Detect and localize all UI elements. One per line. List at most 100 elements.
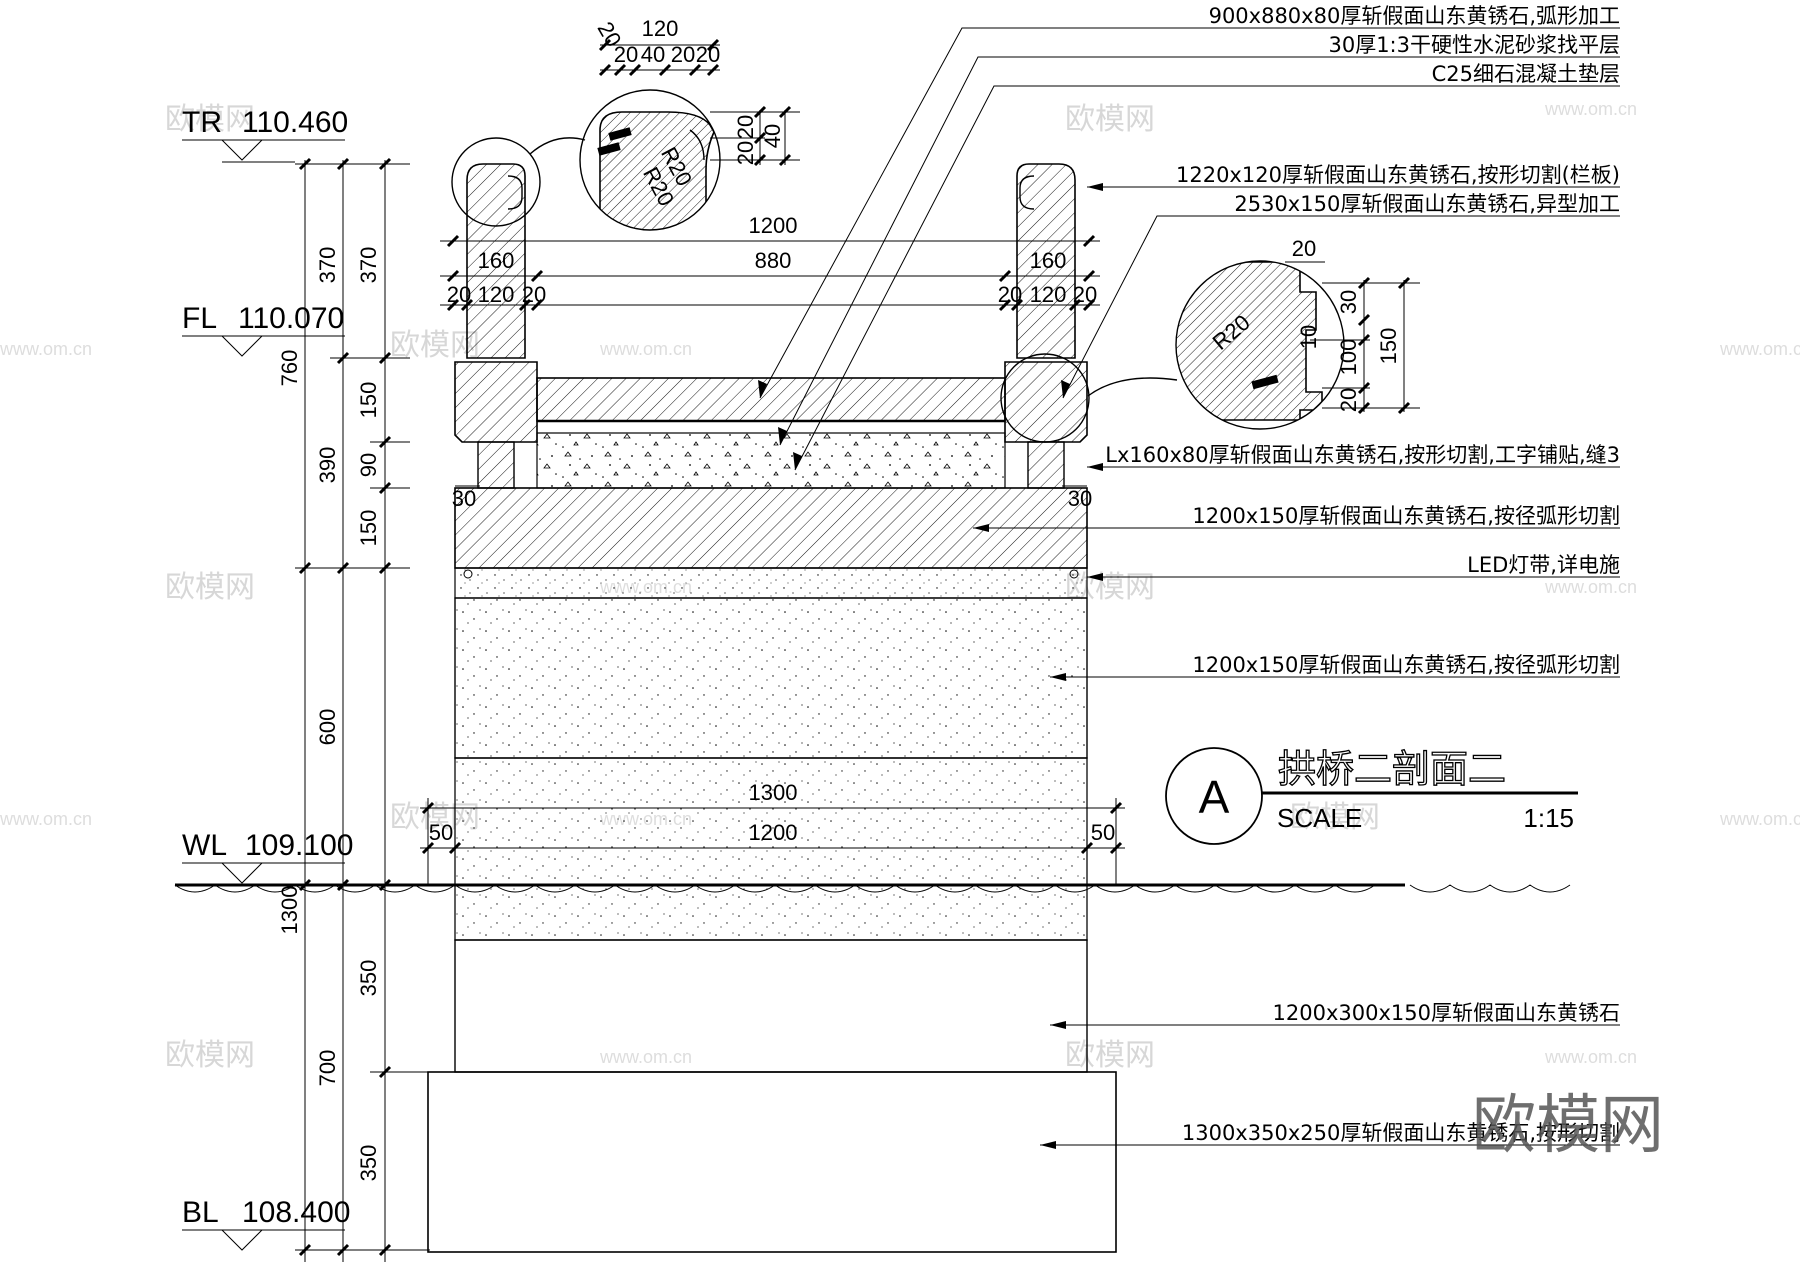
detail-dim-40: 40	[641, 42, 665, 67]
water-surface	[174, 883, 1571, 893]
dim-1200-bottom: 1200	[749, 820, 798, 845]
detail-dim-20-c: 20	[671, 42, 695, 67]
dim-370-outer: 370	[315, 247, 340, 284]
dim-350-upper: 350	[356, 960, 381, 997]
level-tr-code: TR	[182, 106, 222, 139]
watermark-logo: 欧模网	[1065, 1038, 1155, 1073]
dim-1200-top: 1200	[749, 213, 798, 238]
detail-dim-120: 120	[642, 16, 679, 41]
dim-150-lower: 150	[356, 510, 381, 547]
watermark-logo: 欧模网	[390, 328, 480, 363]
dim-760: 760	[277, 350, 302, 387]
watermark-url: www.om.cn	[1719, 339, 1800, 359]
detail-right-v150: 150	[1376, 328, 1401, 365]
note-led-strip: LED灯带,详电施	[1467, 553, 1620, 577]
section-title: 拱桥二剖面二	[1278, 747, 1506, 791]
dim-370-inner: 370	[356, 247, 381, 284]
dim-390: 390	[315, 447, 340, 484]
deck-slab	[536, 377, 1006, 422]
dim-50-left: 50	[429, 820, 453, 845]
note-side-stone: Lx160x80厚斩假面山东黄锈石,按形切割,工字铺贴,缝3	[1105, 443, 1620, 467]
note-slab-lower: 1200x150厚斩假面山东黄锈石,按径弧形切割	[1192, 653, 1620, 677]
dim-30-right: 30	[1068, 486, 1092, 511]
watermark-url: www.om.cn	[599, 339, 692, 359]
detail-v40: 40	[760, 124, 785, 148]
left-cap-block	[454, 361, 538, 443]
watermark-url: www.om.cn	[1544, 99, 1637, 119]
bridge-body	[454, 597, 1088, 759]
note-foundation-stone: 1300x350x250厚斩假面山东黄锈石,按形切割	[1182, 1121, 1620, 1145]
level-fl-value: 110.070	[238, 302, 344, 335]
dim-120-right: 120	[1030, 282, 1067, 307]
bridge-section	[427, 163, 1117, 1253]
right-side-stone	[1027, 441, 1065, 489]
dim-1300: 1300	[277, 886, 302, 935]
left-dimension-lines: 370 370 760 150 390 90 150 600 1300 350 …	[277, 157, 430, 1262]
watermark-url: www.om.cn	[1544, 577, 1637, 597]
watermark-logo: 欧模网	[165, 1038, 255, 1073]
section-mark-circle	[1165, 747, 1263, 845]
dim-1300-bottom: 1300	[749, 780, 798, 805]
dim-50-right: 50	[1091, 820, 1115, 845]
detail-right-v30: 30	[1336, 290, 1361, 314]
dim-20-d: 20	[1073, 282, 1097, 307]
title-block: A 拱桥二剖面二 SCALE 1:15	[1165, 746, 1578, 845]
watermark-logo: 欧模网	[165, 570, 255, 605]
right-railing-post	[1016, 163, 1076, 359]
dim-120-left: 120	[478, 282, 515, 307]
watermark-url: www.om.cn	[0, 809, 92, 829]
level-fl: FL 110.070	[182, 302, 345, 357]
level-bl: BL 108.400	[182, 1196, 350, 1251]
note-deck-stone: 900x880x80厚斩假面山东黄锈石,弧形加工	[1209, 4, 1620, 28]
left-side-stone	[477, 441, 515, 489]
annotation-notes: 900x880x80厚斩假面山东黄锈石,弧形加工 30厚1:3干硬性水泥砂浆找平…	[1105, 4, 1620, 1145]
dim-350-lower: 350	[356, 1145, 381, 1182]
watermark-url: www.om.cn	[1544, 1047, 1637, 1067]
watermark-logo: 欧模网	[1290, 800, 1380, 835]
brand-watermark: 欧模网	[1472, 1089, 1664, 1163]
scale-value: 1:15	[1523, 803, 1574, 833]
left-railing-post	[466, 163, 526, 359]
level-wl-value: 109.100	[245, 829, 353, 862]
section-mark-letter: A	[1199, 771, 1230, 823]
level-wl: WL 109.100	[182, 829, 353, 884]
level-tr: TR 110.460	[182, 106, 348, 163]
note-concrete-layer: C25细石混凝土垫层	[1432, 62, 1620, 86]
foundation-block	[427, 1071, 1117, 1253]
note-mortar-layer: 30厚1:3干硬性水泥砂浆找平层	[1328, 33, 1620, 57]
dim-150-upper: 150	[356, 382, 381, 419]
note-slab-upper: 1200x150厚斩假面山东黄锈石,按径弧形切割	[1192, 504, 1620, 528]
dim-160-left: 160	[478, 248, 515, 273]
watermark-logo: 欧模网	[1065, 102, 1155, 137]
detail-right-v100: 100	[1336, 339, 1361, 376]
leader-lines	[758, 27, 1620, 1149]
level-bl-value: 108.400	[242, 1196, 350, 1229]
dim-20-b: 20	[522, 282, 546, 307]
level-bl-code: BL	[182, 1196, 219, 1229]
led-light-left	[463, 569, 473, 579]
level-fl-code: FL	[182, 302, 217, 335]
dim-880: 880	[755, 248, 792, 273]
dim-600: 600	[315, 709, 340, 746]
detail-dim-20-d: 20	[696, 42, 720, 67]
dim-160-right: 160	[1030, 248, 1067, 273]
mortar-concrete-layer	[536, 432, 1006, 489]
note-railing-panel: 1220x120厚斩假面山东黄锈石,按形切割(栏板)	[1176, 163, 1620, 187]
dim-30-left: 30	[452, 486, 476, 511]
dim-20-a: 20	[447, 282, 471, 307]
detail-right-20: 20	[1292, 236, 1316, 261]
level-markers: TR 110.460 FL 110.070 WL 109.100 BL 108.…	[182, 106, 353, 1251]
detail-v20-b: 20	[733, 141, 758, 165]
led-strip-band	[454, 567, 1088, 599]
right-cap-block	[1004, 361, 1088, 443]
note-body-stone: 1200x300x150厚斩假面山东黄锈石	[1273, 1001, 1620, 1025]
detail-v20-a: 20	[733, 115, 758, 139]
led-light-right	[1069, 569, 1079, 579]
dim-90: 90	[356, 453, 381, 477]
detail-right-v20: 20	[1336, 388, 1361, 412]
dim-20-c: 20	[998, 282, 1022, 307]
detail-dim-20-b: 20	[614, 42, 638, 67]
note-cap-stone: 2530x150厚斩假面山东黄锈石,异型加工	[1234, 192, 1620, 216]
watermark-url: www.om.cn	[599, 1047, 692, 1067]
